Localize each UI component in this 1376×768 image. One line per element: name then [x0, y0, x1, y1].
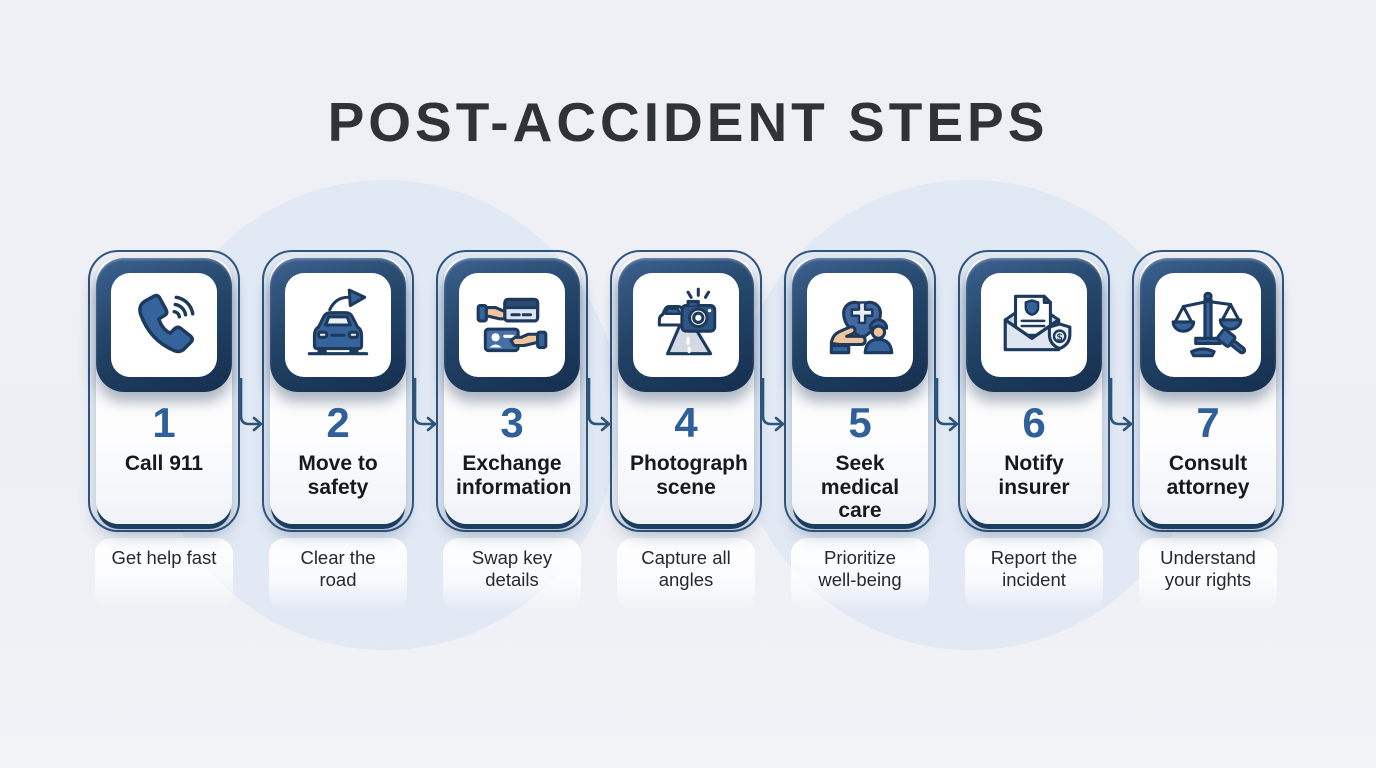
- step-number: 4: [674, 399, 698, 446]
- arrow-connector: [587, 378, 611, 432]
- phone-icon: [122, 284, 206, 366]
- step-title: Exchange information: [456, 452, 572, 499]
- step-card-body: 1 Call 911: [96, 258, 232, 524]
- step-card-body: 3 Exchange information: [444, 258, 580, 524]
- step-subtitle-box: Capture all angles: [617, 538, 755, 612]
- arrow-connector: [1109, 378, 1133, 432]
- step-number: 6: [1022, 399, 1046, 446]
- step-subtitle-box: Get help fast: [95, 538, 233, 608]
- step-icon-box: $: [966, 258, 1102, 392]
- step-title: Photograph scene: [630, 452, 748, 499]
- step-subtitle-box: Prioritize well-being: [791, 538, 929, 612]
- step-card-outline: 1 Call 911: [88, 250, 240, 532]
- step-card: 7 Consult attorney Understand your right…: [1132, 250, 1284, 612]
- step-card-outline: 3 Exchange information: [436, 250, 588, 532]
- insurance-letter-icon: $: [992, 284, 1076, 366]
- step-title: Consult attorney: [1166, 452, 1250, 499]
- step-subtitle: Get help fast: [111, 547, 217, 568]
- step-card: 1 Call 911 Get help fast: [88, 250, 263, 611]
- step-icon-frame: [111, 273, 217, 377]
- step-subtitle: Swap key details: [471, 547, 553, 591]
- step-subtitle-box: Clear the road: [269, 538, 407, 612]
- step-icon-box: [792, 258, 928, 392]
- step-title: Move to safety: [298, 452, 378, 499]
- medical-heart-icon: [818, 284, 902, 366]
- step-number: 2: [326, 399, 350, 446]
- step-icon-box: [270, 258, 406, 392]
- step-icon-frame: [1155, 273, 1261, 377]
- step-card: 4 Photograph scene Capture all angles: [610, 250, 785, 612]
- step-icon-frame: $: [981, 273, 1087, 377]
- step-subtitle-box: Swap key details: [443, 538, 581, 612]
- step-number: 7: [1196, 399, 1220, 446]
- step-icon-box: [96, 258, 232, 392]
- step-subtitle-box: Understand your rights: [1139, 538, 1277, 612]
- step-card: 3 Exchange information Swap key details: [436, 250, 611, 612]
- step-title: Seek medical care: [820, 452, 900, 523]
- step-subtitle: Capture all angles: [641, 547, 731, 591]
- step-subtitle: Prioritize well-being: [818, 547, 902, 591]
- legal-scales-icon: [1166, 284, 1250, 366]
- step-card: 2 Move to safety Clear the road: [262, 250, 437, 612]
- step-subtitle: Understand your rights: [1160, 547, 1256, 591]
- step-number: 5: [848, 399, 872, 446]
- step-number: 3: [500, 399, 524, 446]
- step-subtitle: Report the incident: [990, 547, 1078, 591]
- steps-row: 1 Call 911 Get help fast: [88, 250, 1284, 612]
- step-card-outline: 5 Seek medical care: [784, 250, 936, 532]
- arrow-connector: [239, 378, 263, 432]
- step-card-outline: 4 Photograph scene: [610, 250, 762, 532]
- step-card-outline: 7 Consult attorney: [1132, 250, 1284, 532]
- step-card-body: 4 Photograph scene: [618, 258, 754, 524]
- camera-scene-icon: [644, 284, 728, 366]
- car-arrow-icon: [296, 284, 380, 366]
- step-card-body: 7 Consult attorney: [1140, 258, 1276, 524]
- step-icon-frame: [459, 273, 565, 377]
- step-card: $ 6 Notify insurer Report the incident: [958, 250, 1133, 612]
- step-icon-frame: [285, 273, 391, 377]
- step-icon-box: [618, 258, 754, 392]
- svg-text:$: $: [1057, 332, 1063, 343]
- step-icon-frame: [633, 273, 739, 377]
- step-subtitle-box: Report the incident: [965, 538, 1103, 612]
- step-icon-box: [444, 258, 580, 392]
- arrow-connector: [761, 378, 785, 432]
- step-card-body: 2 Move to safety: [270, 258, 406, 524]
- arrow-connector: [413, 378, 437, 432]
- step-card-body: 5 Seek medical care: [792, 258, 928, 524]
- step-card: 5 Seek medical care Prioritize well-bein…: [784, 250, 959, 612]
- arrow-connector: [935, 378, 959, 432]
- page-title: POST-ACCIDENT STEPS: [327, 91, 1049, 153]
- exchange-cards-icon: [470, 284, 554, 366]
- step-title: Notify insurer: [998, 452, 1070, 499]
- step-title: Call 911: [124, 452, 204, 475]
- step-icon-frame: [807, 273, 913, 377]
- step-card-body: $ 6 Notify insurer: [966, 258, 1102, 524]
- step-subtitle: Clear the road: [300, 547, 376, 591]
- step-card-outline: $ 6 Notify insurer: [958, 250, 1110, 532]
- step-icon-box: [1140, 258, 1276, 392]
- step-number: 1: [152, 399, 176, 446]
- step-card-outline: 2 Move to safety: [262, 250, 414, 532]
